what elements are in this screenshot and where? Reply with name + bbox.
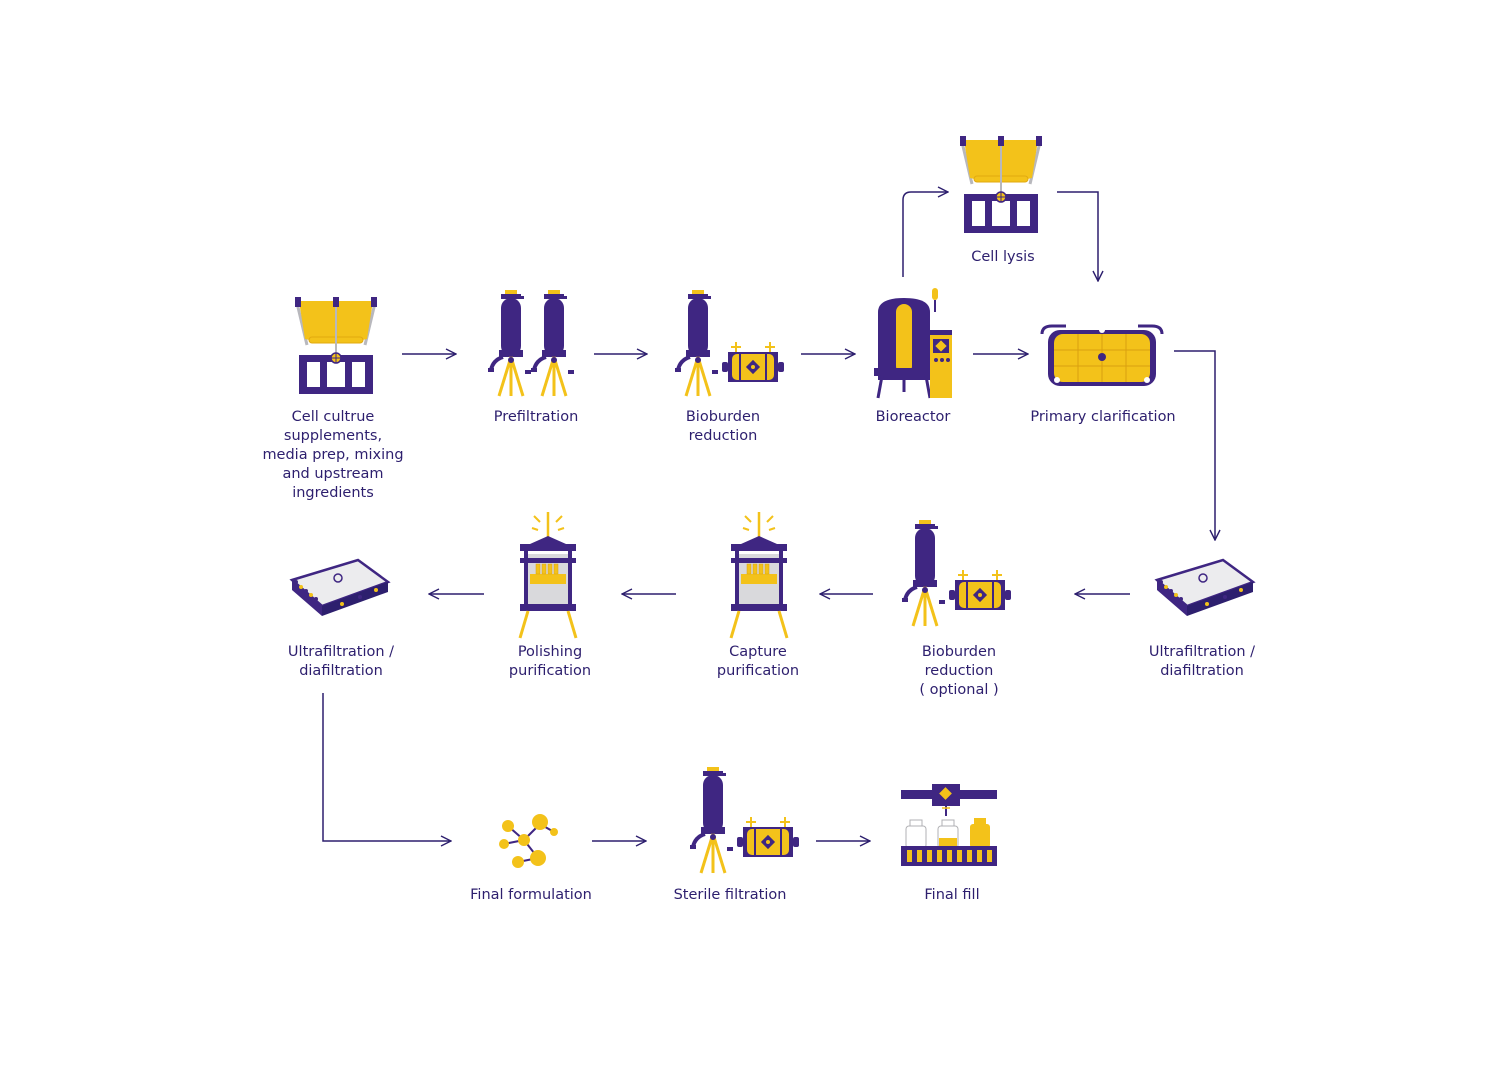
tff-cassette-icon [290,558,390,618]
flow-arrows [322,191,1215,841]
depth-filter-icon [1040,324,1164,386]
tff-cassette-icon [1155,558,1255,618]
mixing-tank-icon [293,295,379,396]
arrow-lysis-to-clarification [1057,191,1098,281]
arrow-clarification-to-ufdf [1174,350,1215,540]
label-bioreactor: Bioreactor [875,409,951,425]
label-bioburden-reduction: Bioburden reduction [685,409,761,444]
filter-capsule-icon [900,518,1012,628]
chromatography-column-icon [729,510,789,640]
label-bioburden-optional: Bioburden reduction ( optional ) [919,644,999,698]
chromatography-column-icon [518,510,578,640]
arrow-bioreactor-to-lysis [902,192,948,277]
label-ufdf-right: Ultrafiltration / diafiltration [1148,644,1256,679]
twin-filter-housing-icon [486,288,576,398]
mixing-tank-icon [958,134,1044,235]
label-cell-culture: Cell cultrue supplements, media prep, mi… [262,409,404,501]
filter-capsule-icon [688,765,800,875]
label-ufdf-left: Ultrafiltration / diafiltration [287,644,395,679]
bioreactor-icon [874,288,952,399]
label-sterile-filtration: Sterile filtration [673,887,787,903]
label-prefiltration: Prefiltration [493,409,579,425]
arrow-ufdf-to-formulation [322,693,451,841]
label-polishing-purification: Polishing purification [508,644,592,679]
label-final-formulation: Final formulation [470,887,592,903]
molecule-icon [499,814,558,868]
label-final-fill: Final fill [924,887,980,903]
label-cell-lysis: Cell lysis [971,249,1035,265]
filter-capsule-icon [673,288,785,398]
label-capture-purification: Capture purification [716,644,800,679]
label-primary-clarification: Primary clarification [1030,409,1176,425]
vial-filling-icon [901,784,997,866]
